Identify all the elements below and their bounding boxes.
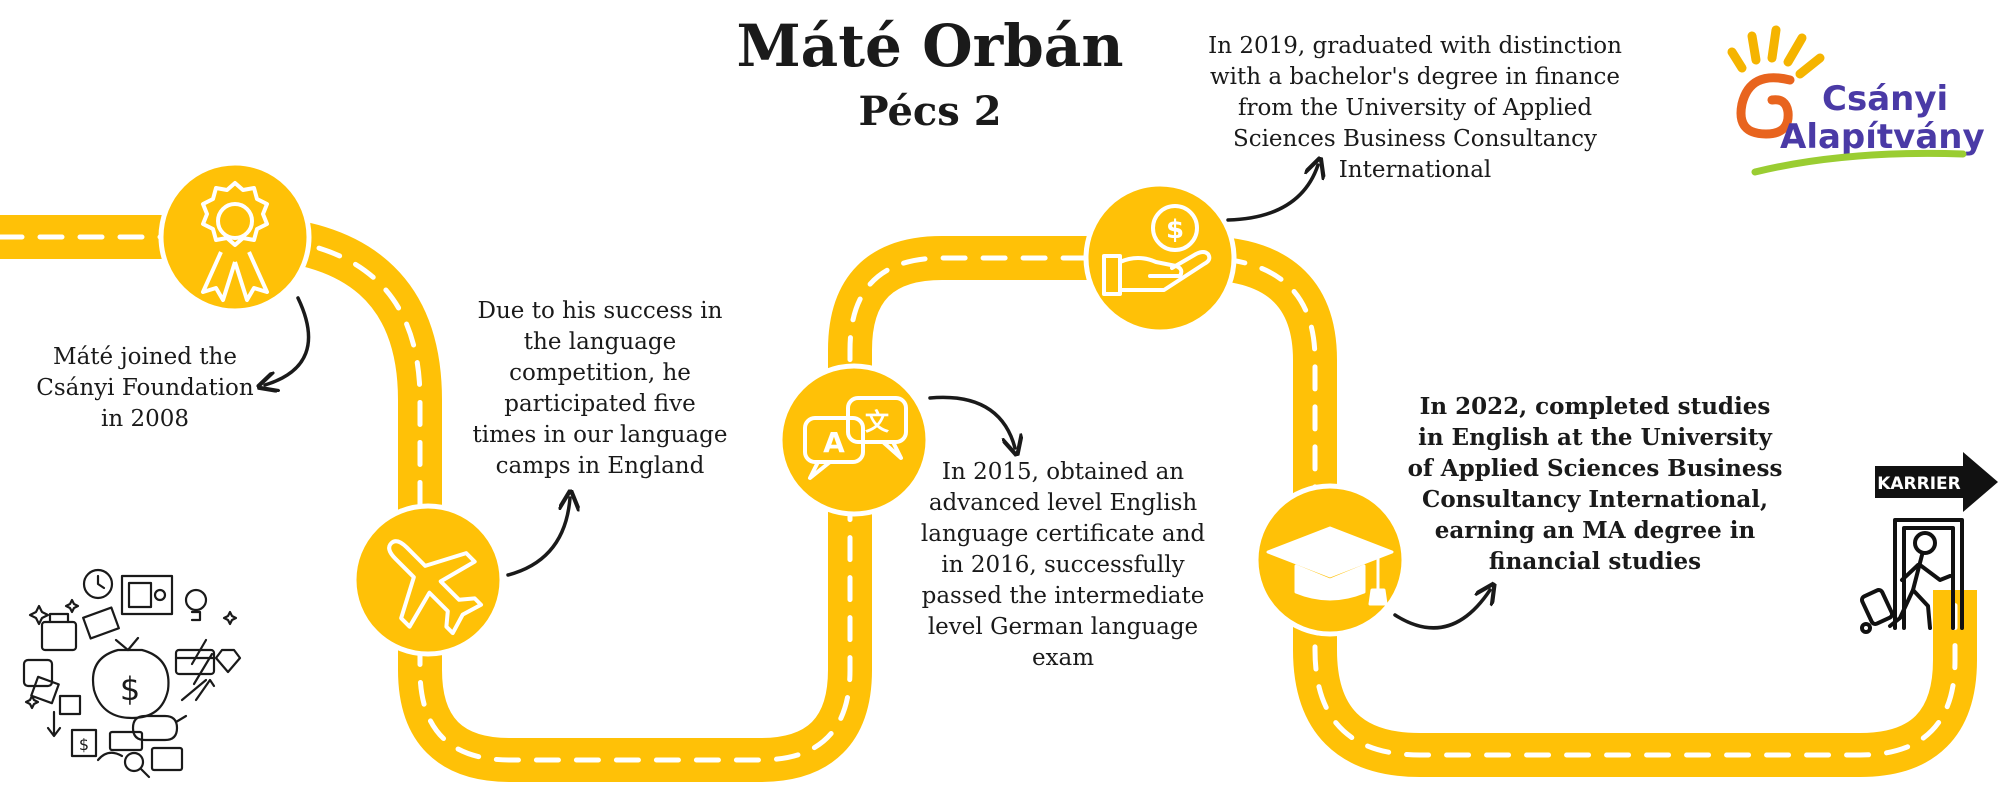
graduation-cap-icon bbox=[1266, 526, 1394, 606]
milestone-1-caption: Máté joined the Csányi Foundation in 200… bbox=[36, 344, 254, 432]
translate-bubbles-icon: A 文 bbox=[803, 396, 908, 480]
page-title: Máté Orbán bbox=[736, 12, 1124, 80]
logo-line1: Csányi bbox=[1822, 79, 1948, 119]
sun-rays-icon bbox=[1727, 25, 1825, 79]
leaf-swoosh-icon bbox=[1751, 149, 1967, 176]
milestone-2-marker bbox=[351, 503, 505, 657]
svg-text:$: $ bbox=[120, 670, 140, 708]
money-hand-icon: $ bbox=[1102, 204, 1212, 296]
karrier-sign: KARRIER bbox=[1875, 452, 1998, 512]
page-subtitle: Pécs 2 bbox=[858, 88, 1002, 135]
finance-doodles-icon: $ $ bbox=[22, 568, 242, 779]
winding-road bbox=[0, 215, 1977, 782]
svg-text:$: $ bbox=[79, 735, 89, 754]
milestone-5-marker bbox=[1253, 483, 1407, 637]
airplane-icon bbox=[387, 539, 484, 636]
milestone-3-caption: In 2015, obtained an advanced level Engl… bbox=[920, 459, 1206, 671]
svg-text:A: A bbox=[823, 426, 845, 459]
swirl-icon bbox=[1736, 73, 1795, 139]
award-ribbon-icon bbox=[201, 181, 269, 302]
milestone-2-caption: Due to his success in the language compe… bbox=[472, 298, 728, 479]
csanyi-logo: Csányi Alapítvány bbox=[1727, 25, 1985, 176]
milestone-4-caption: In 2019, graduated with distinction with… bbox=[1208, 33, 1622, 183]
svg-text:文: 文 bbox=[865, 408, 890, 436]
person-exit-door-icon bbox=[1860, 518, 1964, 634]
svg-text:$: $ bbox=[1166, 215, 1184, 245]
connector-arrows bbox=[265, 165, 1490, 630]
milestone-4-marker: $ bbox=[1083, 181, 1237, 335]
milestone-1-marker bbox=[158, 160, 312, 314]
milestone-3-marker: A 文 bbox=[777, 363, 931, 517]
milestone-5-caption: In 2022, completed studies in English at… bbox=[1407, 393, 1783, 575]
karrier-label: KARRIER bbox=[1877, 474, 1961, 494]
